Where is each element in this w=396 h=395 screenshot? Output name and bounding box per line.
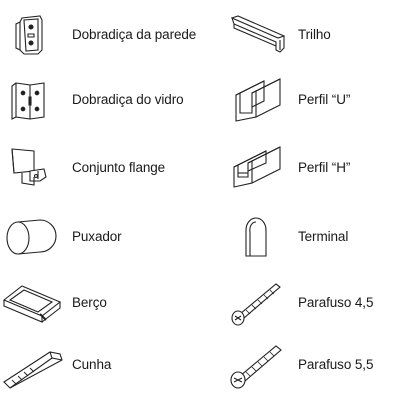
part-glass-hinge: Dobradiça do vidro [0, 75, 190, 125]
part-rail: Trilho [226, 10, 396, 60]
part-screw-45: Parafuso 4,5 [226, 278, 396, 328]
part-h-profile: Perfil “H” [226, 143, 396, 193]
part-wedge: Cunha [0, 340, 190, 390]
h-profile-icon [226, 143, 290, 193]
handle-icon [0, 212, 64, 262]
flange-set-icon [0, 143, 64, 193]
terminal-icon [226, 212, 290, 262]
part-screw-55: Parafuso 5,5 [226, 340, 396, 390]
part-label: Puxador [72, 229, 122, 244]
wall-hinge-icon [0, 10, 64, 60]
part-label: Perfil “H” [298, 160, 351, 175]
part-terminal: Terminal [226, 212, 396, 262]
rail-icon [226, 10, 290, 60]
cradle-icon [0, 278, 64, 328]
u-profile-icon [226, 75, 290, 125]
part-wall-hinge: Dobradiça da parede [0, 10, 196, 60]
part-label: Cunha [72, 357, 112, 372]
part-label: Conjunto flange [72, 160, 166, 175]
part-label: Trilho [298, 27, 331, 42]
part-label: Perfil “U” [298, 92, 351, 107]
screw-icon [226, 340, 290, 390]
part-handle: Puxador [0, 212, 190, 262]
part-label: Berço [72, 295, 107, 310]
part-cradle: Berço [0, 278, 190, 328]
part-flange-set: Conjunto flange [0, 143, 190, 193]
wedge-icon [0, 340, 64, 390]
part-u-profile: Perfil “U” [226, 75, 396, 125]
part-label: Terminal [298, 229, 349, 244]
part-label: Dobradiça da parede [72, 27, 197, 42]
screw-icon [226, 278, 290, 328]
part-label: Parafuso 4,5 [298, 295, 374, 310]
part-label: Dobradiça do vidro [72, 92, 184, 107]
part-label: Parafuso 5,5 [298, 357, 374, 372]
glass-hinge-icon [0, 75, 64, 125]
